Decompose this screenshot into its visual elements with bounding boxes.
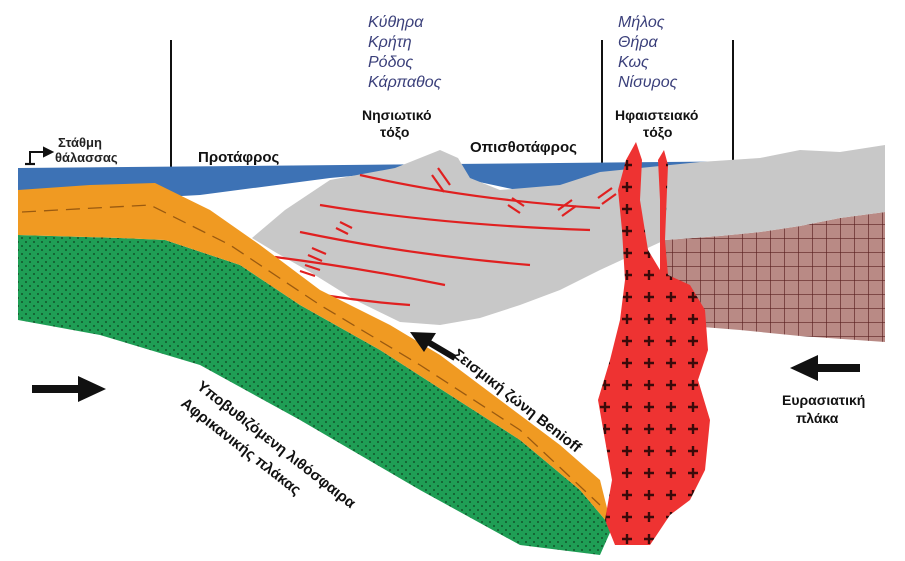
african-plate-arrow-icon (32, 376, 106, 402)
volcanic-arc-label-line2: τόξο (643, 124, 672, 140)
forearc-label: Προτάφρος (198, 149, 280, 166)
island-arc-name-4: Κάρπαθος (368, 74, 442, 91)
sea-level-label-line2: θάλασσας (55, 150, 118, 165)
eurasian-plate-arrow-icon (790, 355, 860, 381)
volcanic-island-name-1: Μήλος (618, 14, 665, 31)
sea-level-label-line1: Στάθμη (58, 135, 102, 150)
sea-level-arrow-icon (25, 148, 52, 164)
island-arc-name-2: Κρήτη (368, 34, 412, 51)
eurasian-plate-label-line2: πλάκα (796, 410, 839, 426)
volcanic-arc-label-line1: Ηφαιστειακό (615, 107, 698, 123)
volcanic-island-name-4: Νίσυρος (618, 74, 678, 91)
eurasian-plate-label-line1: Ευρασιατική (782, 392, 865, 408)
island-arc-label-line1: Νησιωτικό (362, 107, 432, 123)
island-arc-label-line2: τόξο (380, 124, 409, 140)
island-arc-name-1: Κύθηρα (368, 14, 424, 31)
island-arc-name-3: Ρόδος (368, 54, 413, 71)
volcanic-island-name-3: Κως (618, 54, 649, 71)
volcanic-island-name-2: Θήρα (618, 34, 658, 51)
backarc-label: Οπισθοτάφρος (470, 139, 577, 156)
